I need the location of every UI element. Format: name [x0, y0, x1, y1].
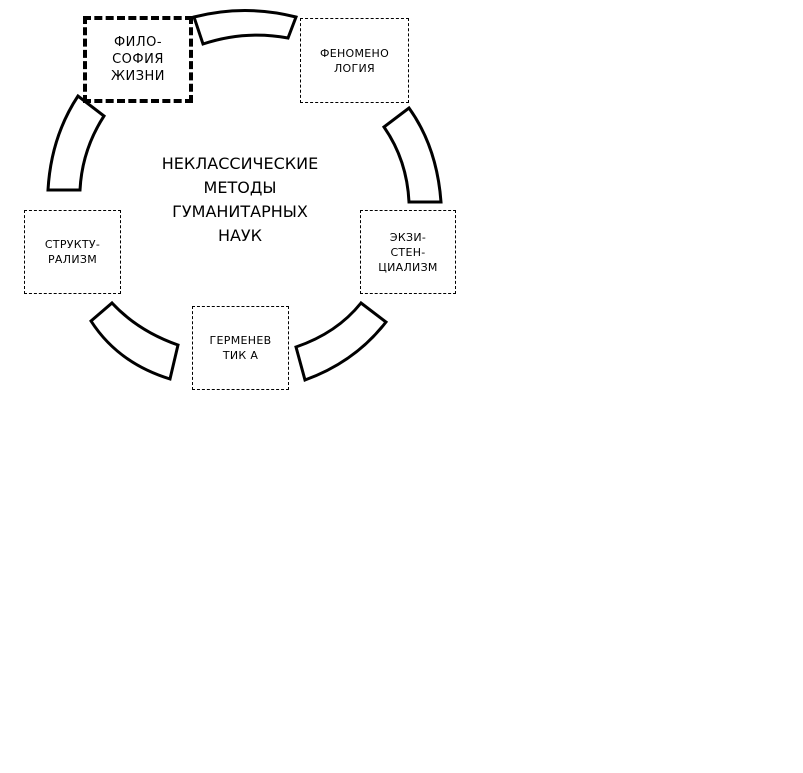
node-hermeneutics: ГЕРМЕНЕВ ТИК А — [192, 306, 289, 390]
node-label: ЭКЗИ- СТЕН- ЦИАЛИЗМ — [378, 230, 438, 274]
node-existentialism: ЭКЗИ- СТЕН- ЦИАЛИЗМ — [360, 210, 456, 294]
node-label: ФЕНОМЕНО ЛОГИЯ — [319, 46, 390, 75]
arc-connector-left-lower — [89, 300, 180, 381]
node-label: СТРУКТУ- РАЛИЗМ — [44, 238, 101, 266]
arc-connector-right-upper — [381, 105, 443, 204]
node-label: ФИЛО- СОФИЯ ЖИЗНИ — [110, 35, 166, 84]
center-title: НЕКЛАССИЧЕСКИЕ МЕТОДЫ ГУМАНИТАРНЫХ НАУК — [161, 154, 319, 245]
node-philosophy-of-life: ФИЛО- СОФИЯ ЖИЗНИ — [83, 16, 193, 103]
node-label: ГЕРМЕНЕВ ТИК А — [209, 334, 272, 362]
node-structuralism: СТРУКТУ- РАЛИЗМ — [24, 210, 121, 294]
node-phenomenology: ФЕНОМЕНО ЛОГИЯ — [300, 18, 409, 103]
arc-connector-right-lower — [294, 300, 389, 382]
arc-connector-top — [192, 9, 299, 46]
arc-connector-left-upper — [46, 93, 107, 192]
